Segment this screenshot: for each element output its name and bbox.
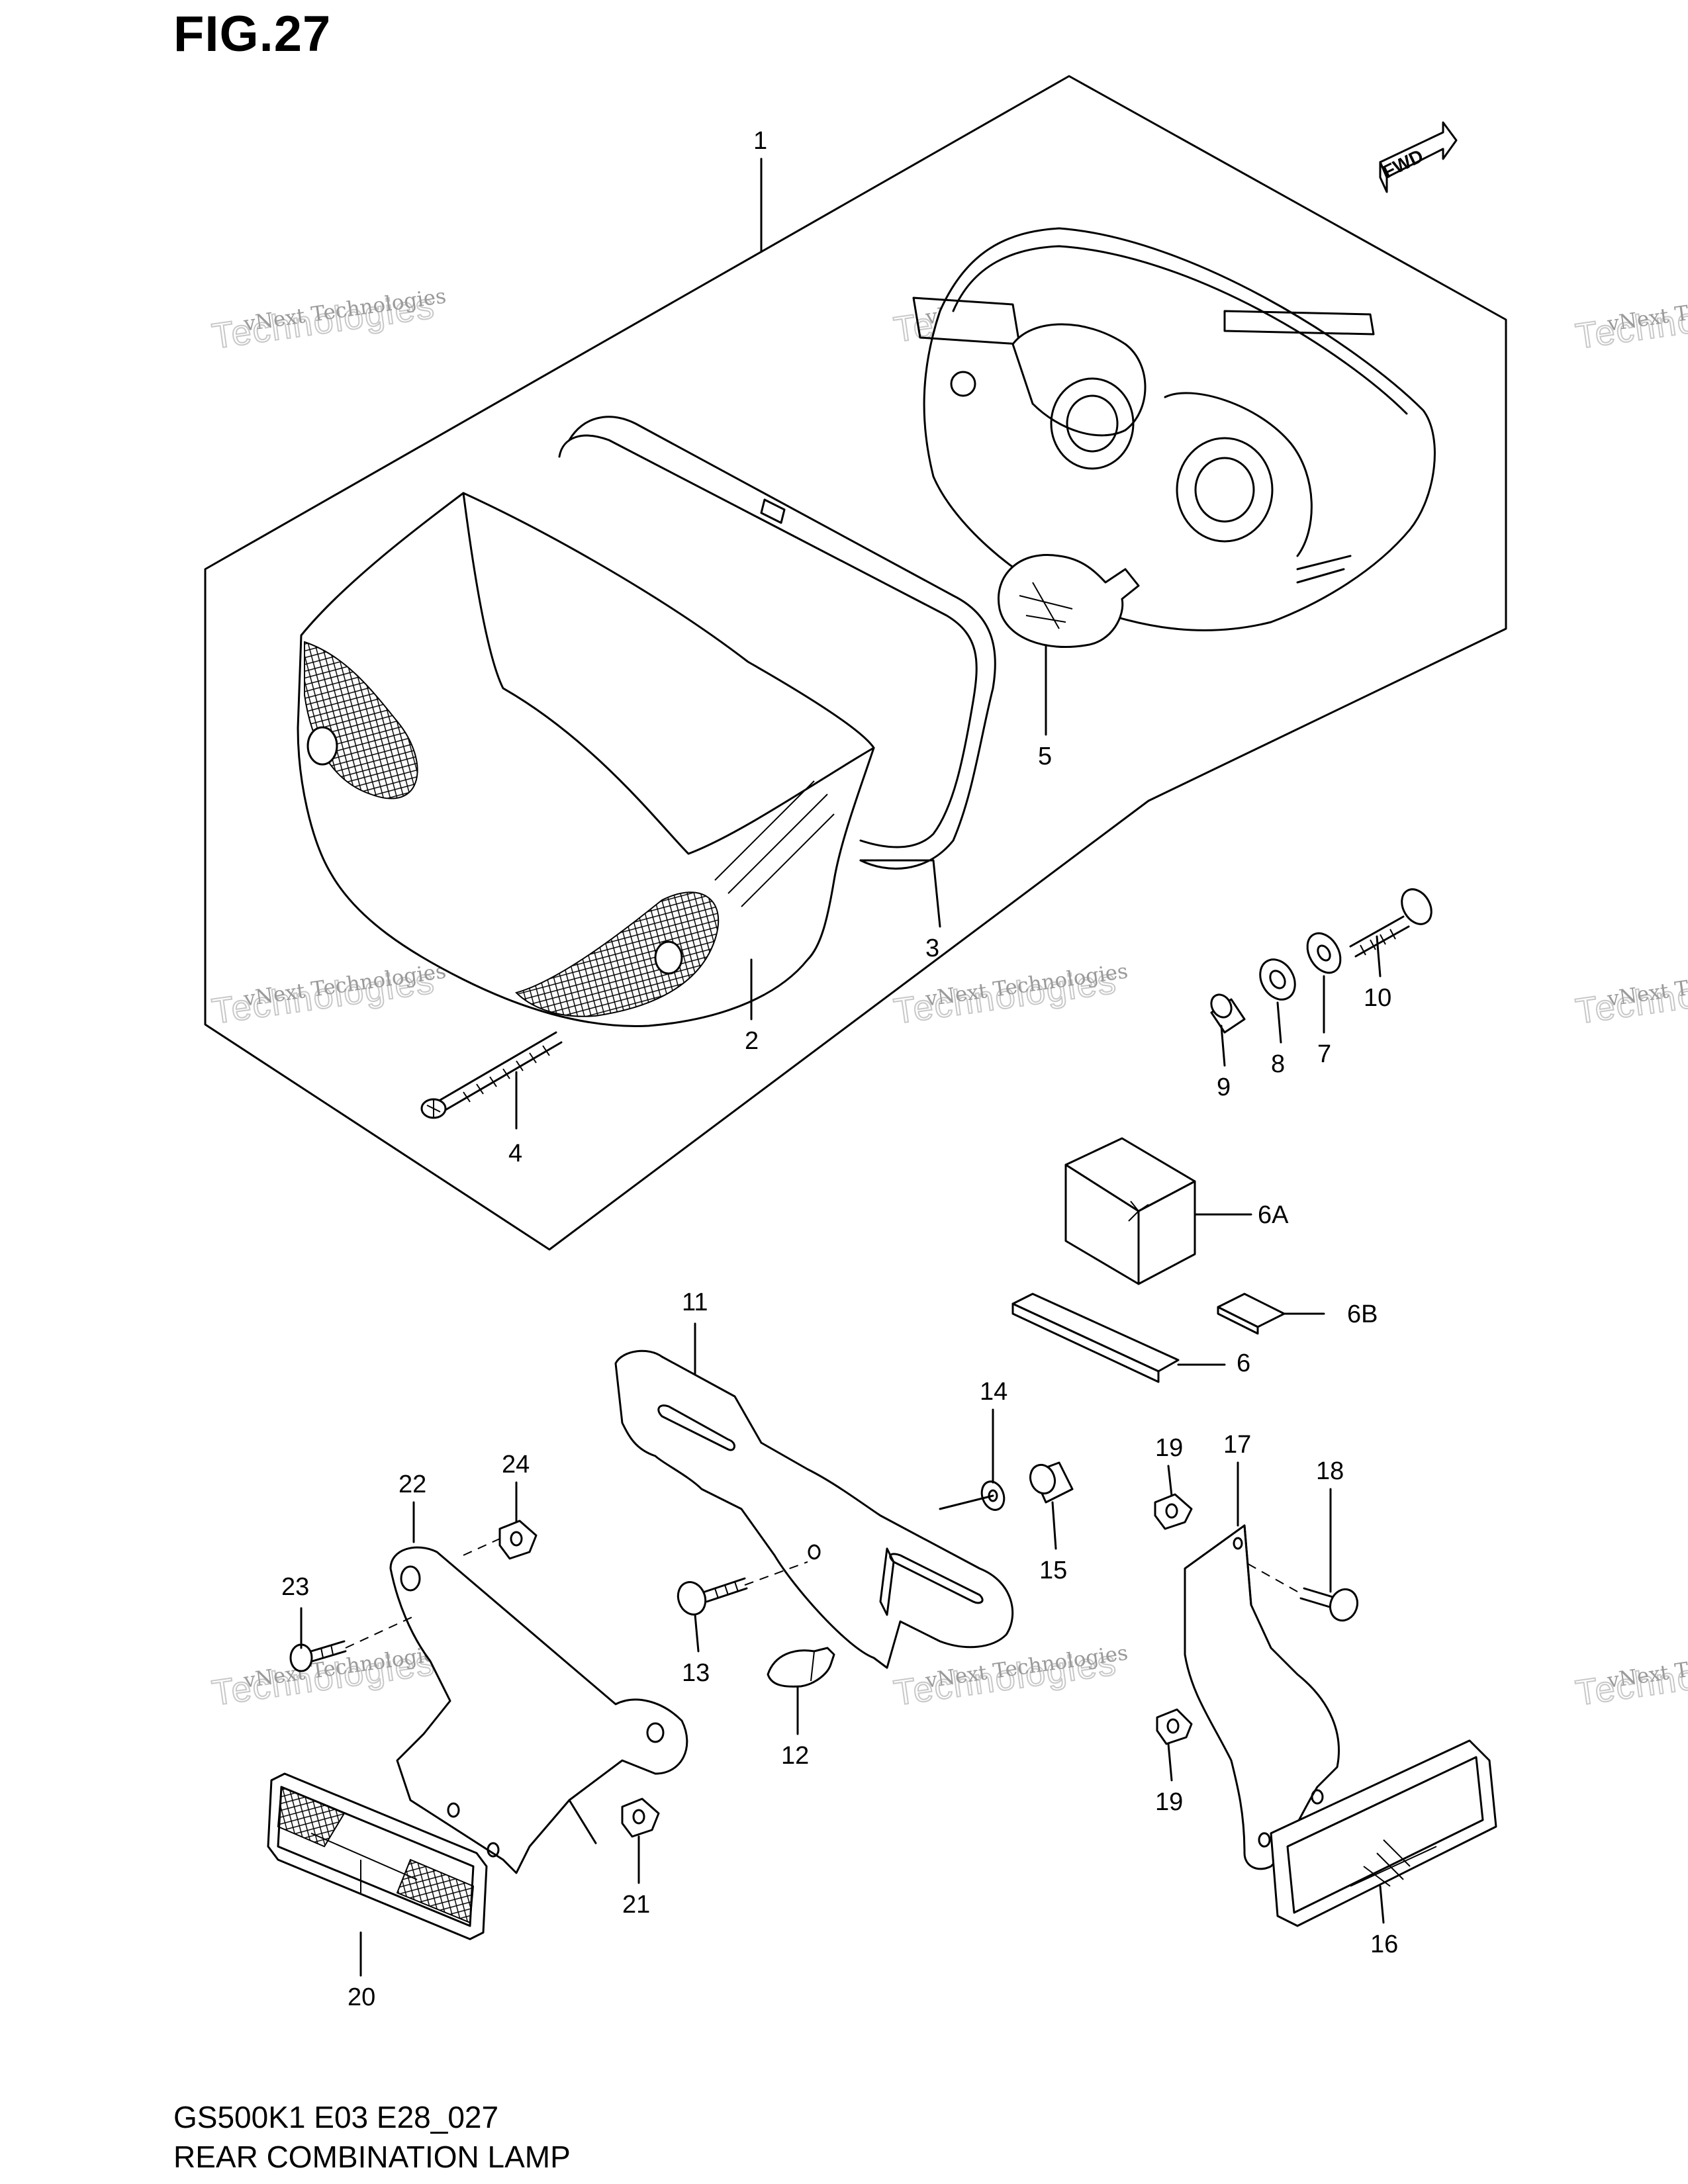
callout-15: 15: [1039, 1557, 1067, 1584]
nut-19-top: [1154, 1493, 1193, 1530]
leader-lines: [300, 158, 1385, 1977]
callout-19-top: 19: [1155, 1434, 1183, 1462]
nut-24: [498, 1520, 538, 1560]
foam-pad: [1217, 1293, 1286, 1335]
license-bracket: [614, 1349, 1014, 1669]
nut-15: [1029, 1461, 1074, 1504]
reflector-bracket-right: [1184, 1524, 1340, 1870]
callout-6b: 6B: [1347, 1300, 1378, 1328]
bulb: [998, 554, 1140, 648]
callout-13: 13: [682, 1659, 710, 1687]
callout-12: 12: [781, 1742, 809, 1770]
model-code: GS500K1 E03 E28_027: [173, 2100, 499, 2134]
callout-21: 21: [622, 1891, 650, 1919]
callout-16: 16: [1370, 1931, 1398, 1958]
assembly-outline: [204, 75, 1507, 1251]
callout-24: 24: [502, 1451, 530, 1479]
nut-19-bottom: [1156, 1708, 1193, 1745]
screw-23: [289, 1640, 347, 1672]
callout-4: 4: [508, 1140, 522, 1167]
callout-9: 9: [1217, 1073, 1231, 1101]
screw-13: [677, 1577, 748, 1615]
callout-23: 23: [281, 1573, 309, 1601]
foam-strip: [1011, 1293, 1180, 1373]
callout-8: 8: [1271, 1050, 1285, 1078]
callout-22: 22: [399, 1471, 426, 1498]
callout-18: 18: [1316, 1457, 1344, 1485]
fwd-arrow-icon: FWD: [1379, 121, 1458, 193]
callout-2: 2: [745, 1027, 759, 1055]
bolt: [1349, 888, 1432, 958]
collar: [1210, 993, 1246, 1034]
figure-name: REAR COMBINATION LAMP: [173, 2140, 571, 2174]
long-screw: [420, 1031, 563, 1119]
figure-title: FIG.27: [173, 6, 332, 62]
screw-18: [1299, 1587, 1359, 1622]
callout-3: 3: [925, 934, 939, 962]
callout-10: 10: [1364, 984, 1391, 1012]
nut-21: [621, 1797, 660, 1838]
rubber-cap: [767, 1647, 835, 1688]
callout-1: 1: [753, 127, 767, 155]
washer: [1306, 932, 1342, 974]
foam-strip-edge: [1011, 1302, 1160, 1383]
callout-19-bottom: 19: [1155, 1788, 1183, 1816]
reflector-right: [1270, 1739, 1497, 1927]
callout-7: 7: [1317, 1040, 1331, 1068]
lamp-lens: [297, 492, 875, 1027]
grommet: [1259, 958, 1296, 1001]
reflector-bracket-left: [389, 1546, 688, 1874]
callout-labels: 1 2 3 4 5 6 6A 6B 7 8 9 10 11 12 13 14 1…: [281, 127, 1398, 2011]
callout-6a: 6A: [1258, 1201, 1289, 1229]
callout-6: 6: [1237, 1349, 1250, 1377]
reflector-left: [267, 1772, 488, 1940]
callout-17: 17: [1223, 1431, 1251, 1459]
callout-11: 11: [682, 1289, 708, 1316]
foam-cube: [1064, 1137, 1196, 1285]
callout-20: 20: [348, 1983, 375, 2011]
callout-14: 14: [980, 1378, 1008, 1406]
callout-5: 5: [1038, 743, 1052, 770]
lamp-housing: [912, 227, 1436, 631]
